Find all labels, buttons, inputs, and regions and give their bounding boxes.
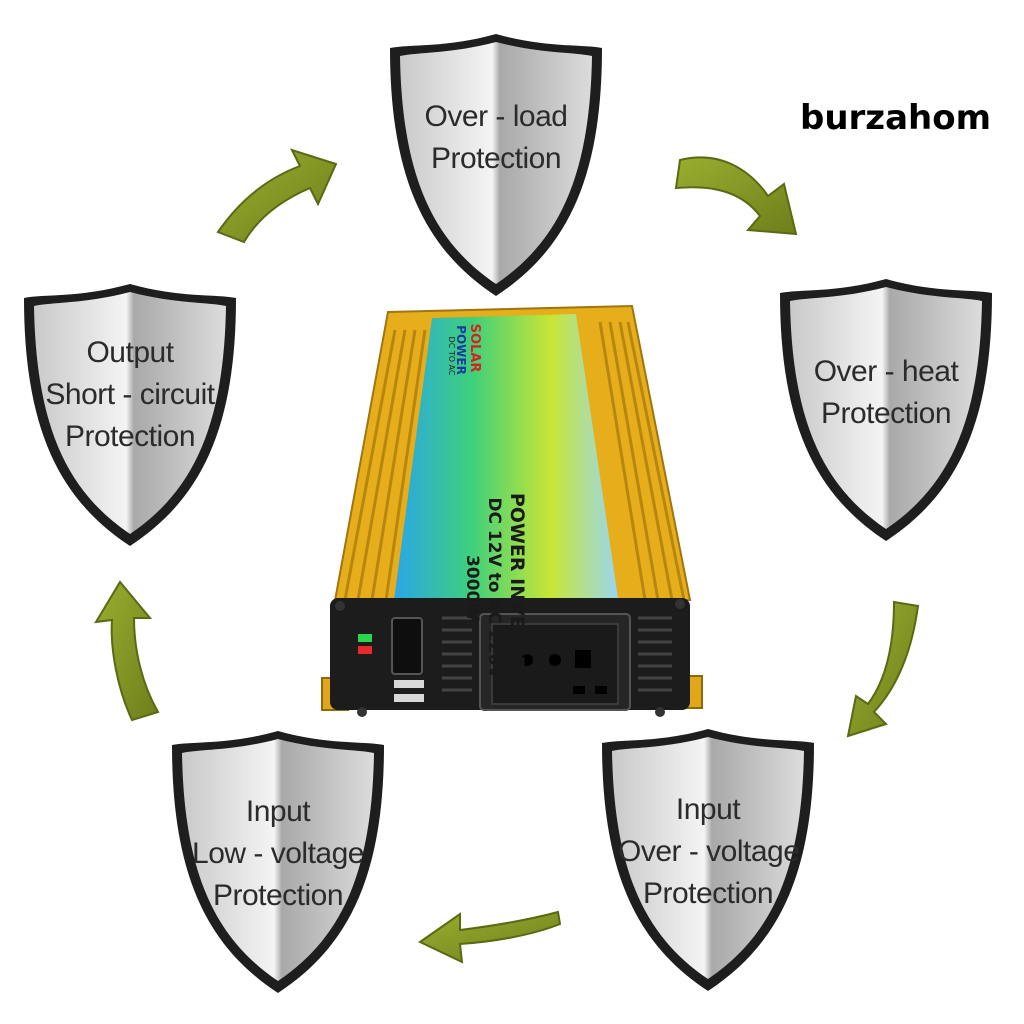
shield-label: Output Short - circuit Protection [40,332,220,458]
shield-icon [24,284,236,546]
shield-label-line: Protection [212,879,344,912]
shield-label-line: Protection [642,877,774,910]
shield-label-line: Over - load [424,100,568,133]
shield-over-load: Over - load Protection [386,30,606,300]
shield-icon [602,729,814,991]
brand-wordmark: burzahom [800,98,992,138]
shield-label-line: Low - voltage [192,837,364,870]
inverter-illustration [321,304,703,717]
shield-output-short-circuit: Output Short - circuit Protection [20,280,240,550]
shield-label-line: Output [86,336,174,369]
shield-icon [390,34,602,296]
shield-label-line: Over - voltage [618,835,800,868]
product-title: POWER INVERTER [506,492,528,684]
shield-label-line: Input [675,793,741,826]
shield-label-line: Input [245,795,311,828]
shield-label: Input Over - voltage Protection [618,789,800,915]
shield-label-line: Short - circuit [45,378,215,411]
shield-input-low-voltage: Input Low - voltage Protection [168,727,388,997]
shield-input-over-voltage: Input Over - voltage Protection [598,725,818,995]
shield-label-line: Over - heat [813,355,959,388]
shield-label-line: Protection [430,142,562,175]
arrow-bottom [418,910,562,964]
shield-label: Over - heat Protection [796,351,976,435]
shield-over-heat: Over - heat Protection [776,275,996,545]
logo-small: DC TO AC [447,336,456,376]
shield-label-line: Protection [64,420,196,453]
inverter-label-text: POWER INVERTER DC 12V to AC 220V 3000W S… [392,320,622,684]
logo-text: SOLAR [467,323,482,373]
arrow-top-right [674,156,798,236]
arrow-right [846,600,920,738]
arrow-left [94,580,160,722]
arrow-top-left [216,148,338,244]
product-spec: DC 12V to AC 220V [484,497,504,679]
shield-icon [780,279,992,541]
shield-label: Over - load Protection [406,96,586,180]
logo-sub: POWER [454,325,468,375]
shield-label: Input Low - voltage Protection [188,791,368,917]
shield-label-line: Protection [820,397,952,430]
product-wattage: 3000W [462,554,482,622]
shield-icon [172,731,384,993]
flow-arrows [94,148,920,964]
